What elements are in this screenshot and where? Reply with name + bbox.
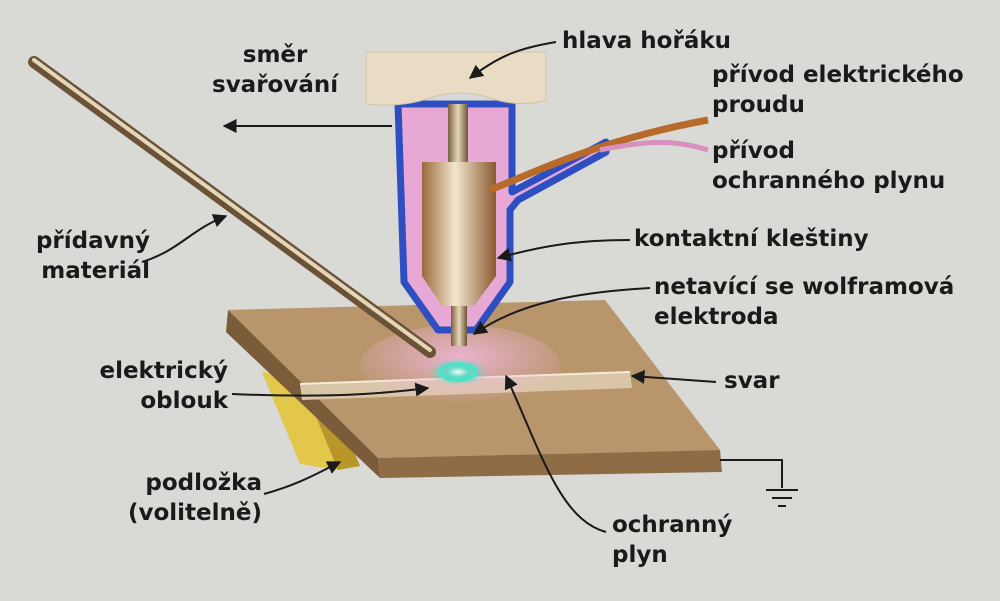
label-weld: svar [724,368,780,394]
label-tungsten-electrode: netavící se wolframová elektroda [654,274,955,330]
leader-arc [231,382,430,397]
ground-icon [720,459,798,507]
label-gas-supply: přívod ochranného plynu [712,138,946,194]
leader-filler [141,214,228,263]
leader-weld [630,369,717,384]
label-filler-material: přídavný materiál [35,228,150,284]
label-power-supply: přívod elektrického proudu [712,62,964,118]
leader-backing [263,461,342,495]
electric-arc [428,358,488,386]
gas-hose [599,139,709,153]
label-shielding-gas: ochranný plyn [612,512,733,568]
leader-torch-head [468,41,557,79]
label-torch-head: hlava hořáku [562,28,732,54]
leader-electrode [472,287,651,335]
label-backing: podložka (volitelně) [127,470,262,526]
label-contact-collet: kontaktní kleštiny [634,226,869,252]
leader-shielding-gas [504,374,607,533]
leader-collet [496,239,631,262]
power-cable [488,116,709,194]
label-welding-direction: směr svařování [212,42,339,98]
torch-head-cap [365,51,547,106]
label-electric-arc: elektrický oblouk [99,358,228,414]
